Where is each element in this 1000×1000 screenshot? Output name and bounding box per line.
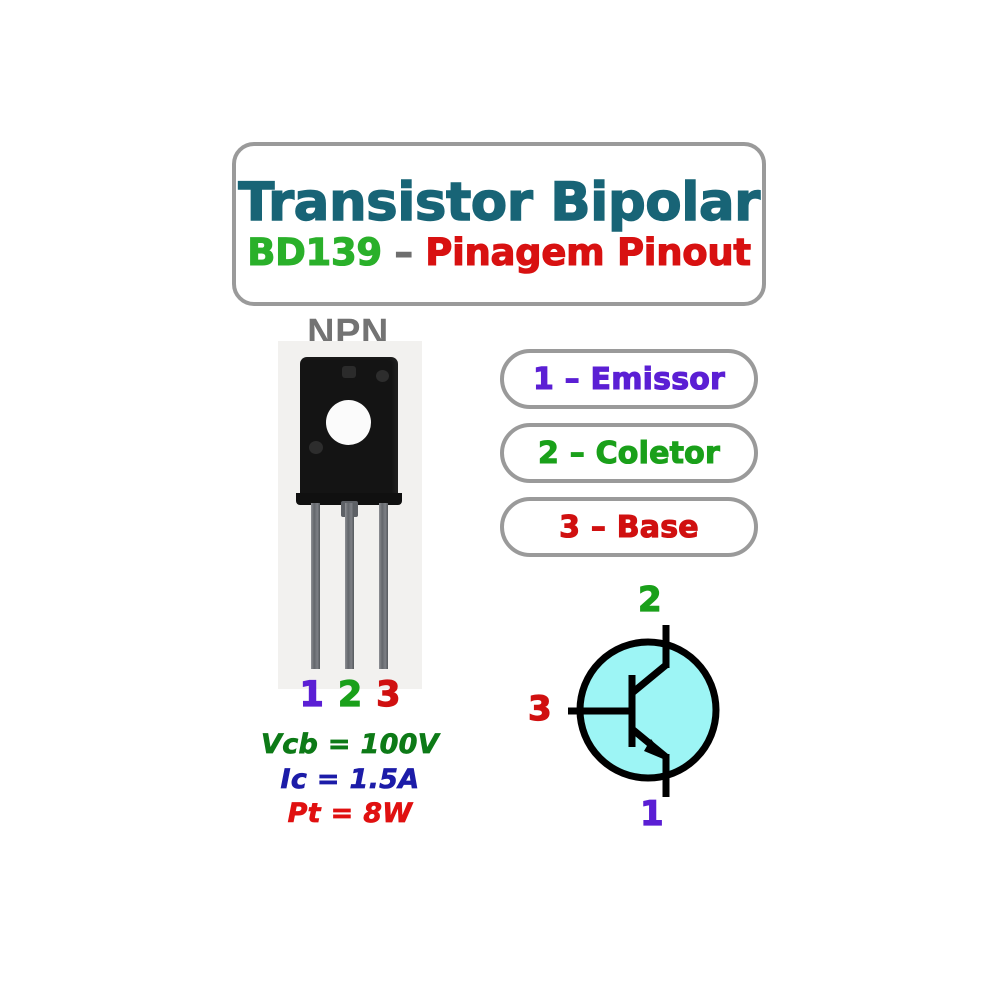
symbol-terminal-2: 2 — [637, 580, 662, 620]
subtitle-dash: – — [394, 230, 414, 274]
package-lower-ledge — [296, 493, 402, 505]
pinout-item-label: 3 – Base — [559, 509, 700, 545]
pin-number-1: 1 — [299, 675, 325, 715]
spec-vcb: Vcb = 100V — [261, 729, 439, 761]
spec-pt: Pt = 8W — [287, 798, 413, 830]
lead-pin-1 — [311, 503, 320, 669]
package-notch-bottom-left — [309, 441, 323, 454]
npn-transistor-symbol: 2 3 1 — [520, 575, 780, 840]
pin-number-row: 1 2 3 — [278, 675, 422, 715]
pin-number-2: 2 — [337, 675, 363, 715]
pin-number-3: 3 — [376, 675, 402, 715]
transistor-package-photo — [278, 341, 422, 689]
page-title: Transistor Bipolar — [238, 171, 761, 233]
lead-pin-3 — [379, 503, 388, 669]
symbol-emitter-arrow — [644, 739, 668, 761]
pinout-item-emitter[interactable]: 1 – Emissor — [500, 349, 758, 409]
pinout-item-label: 2 – Coletor — [537, 435, 720, 471]
symbol-collector-slant — [628, 661, 670, 697]
pinout-item-label: 1 – Emissor — [532, 361, 726, 397]
part-number-label: BD139 — [247, 230, 383, 274]
pinout-item-collector[interactable]: 2 – Coletor — [500, 423, 758, 483]
page-subtitle: BD139 – Pinagem Pinout — [247, 230, 752, 274]
package-notch-top-right — [376, 370, 389, 382]
lead-pin-2 — [345, 503, 354, 669]
package-top-notch — [342, 366, 356, 378]
spec-ic: Ic = 1.5A — [280, 763, 420, 795]
pinout-label: Pinagem Pinout — [425, 230, 752, 274]
specifications-block: Vcb = 100V Ic = 1.5A Pt = 8W — [230, 728, 470, 832]
pinout-item-base[interactable]: 3 – Base — [500, 497, 758, 557]
title-card: Transistor Bipolar BD139 – Pinagem Pinou… — [232, 142, 766, 306]
mounting-hole — [326, 400, 371, 445]
package-body — [300, 357, 398, 499]
symbol-terminal-3: 3 — [527, 689, 552, 729]
npn-symbol-icon — [568, 625, 720, 797]
symbol-terminal-1: 1 — [639, 794, 664, 834]
